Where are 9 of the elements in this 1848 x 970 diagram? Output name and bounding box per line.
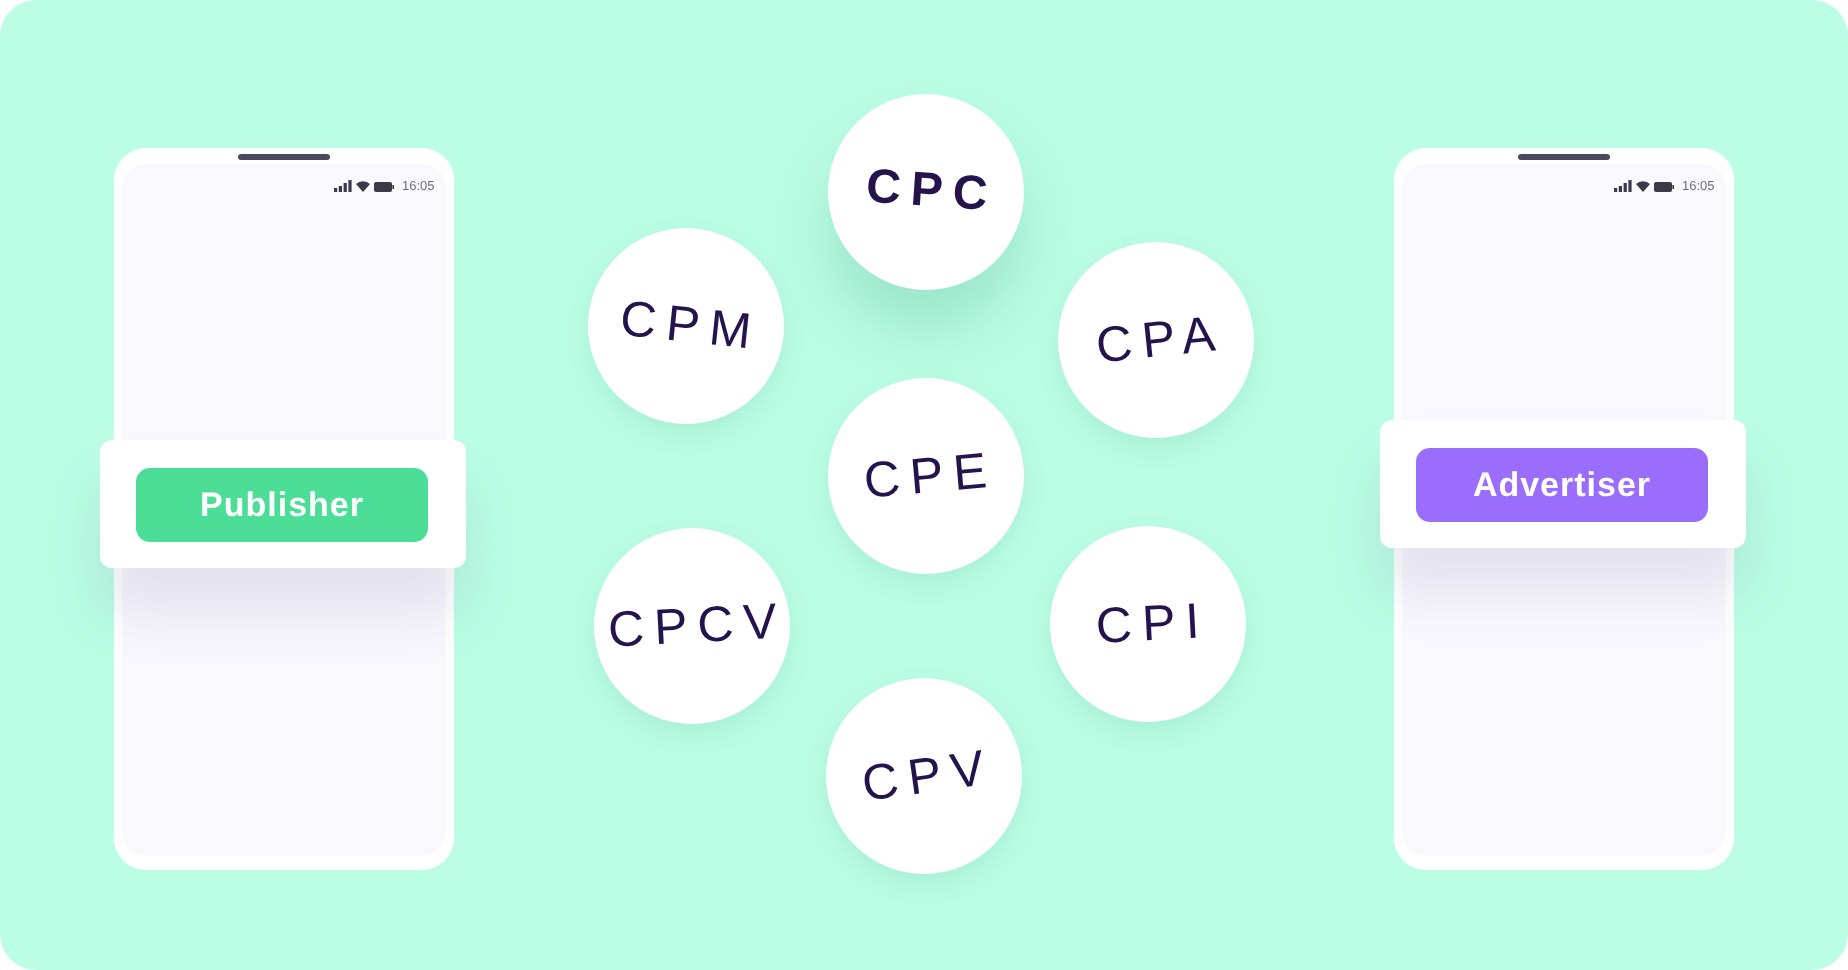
pricing-model-label: CPA (1093, 304, 1229, 376)
role-button: Advertiser (1416, 448, 1708, 522)
pricing-model-label: CPE (862, 441, 1000, 511)
pricing-model-label: CPM (617, 289, 765, 363)
role-button: Publisher (136, 468, 428, 542)
pricing-model-label: CPCV (606, 592, 788, 660)
pricing-model-label: CPI (1094, 592, 1212, 656)
pricing-model-label: CPV (859, 738, 999, 814)
pricing-model-label: CPC (863, 159, 999, 225)
